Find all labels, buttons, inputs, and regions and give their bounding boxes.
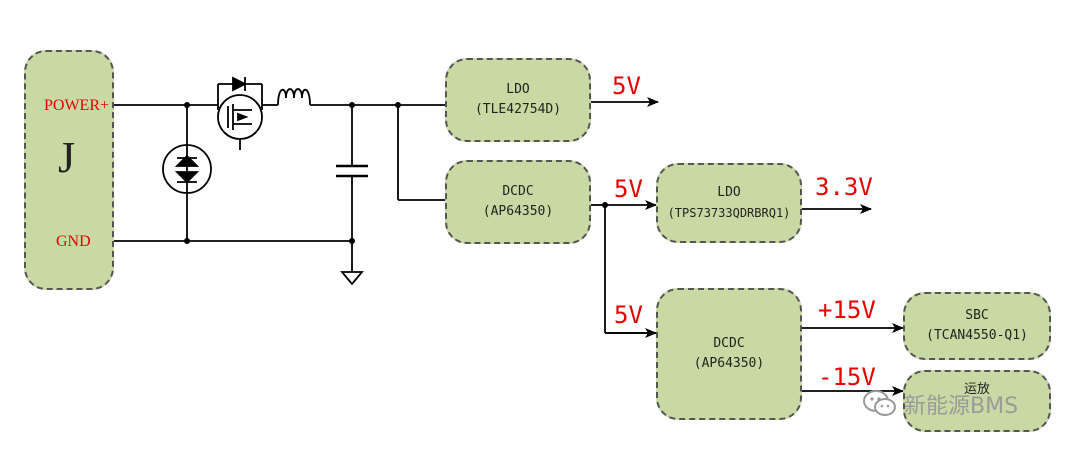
block-name: SBC (965, 308, 989, 323)
dcdc-ap64350-block: DCDC (AP64350) (445, 160, 591, 244)
tvs-diode-symbol (162, 144, 212, 194)
capacitor-symbol (336, 164, 368, 178)
gnd-label: GND (56, 233, 91, 250)
power-plus-label: POWER+ (44, 97, 110, 114)
block-name: DCDC (502, 184, 534, 199)
block-name: LDO (717, 185, 741, 200)
rail-label-ldo1-5v: 5V (612, 72, 641, 100)
rail-label-plus15v: +15V (818, 296, 876, 324)
connector-j-block: POWER+ J GND (24, 50, 114, 290)
block-part: (TLE42754D) (474, 102, 562, 117)
block-name: 运放 (963, 382, 990, 397)
block-name: DCDC (713, 336, 745, 351)
wechat-icon (863, 390, 896, 416)
dcdc2-ap64350-block: DCDC (AP64350) (656, 288, 802, 420)
block-part: (AP64350) (693, 356, 765, 371)
rail-label-dcdc1-5v-b: 5V (614, 301, 643, 329)
mosfet-symbol (217, 76, 263, 150)
block-part: (TPS73733QDRBRQ1) (667, 206, 791, 220)
rail-label-dcdc1-5v-a: 5V (614, 175, 643, 203)
ground-symbol (340, 271, 364, 286)
block-name: LDO (506, 82, 530, 97)
opamp-block: 运放 (903, 370, 1051, 432)
block-part: (AP64350) (482, 204, 554, 219)
ldo-tle42754d-block: LDO (TLE42754D) (445, 58, 591, 142)
block-part: (TCAN4550-Q1) (926, 328, 1028, 343)
watermark-text: 新能源BMS (904, 394, 1019, 419)
sbc-tcan4550-block: SBC (TCAN4550-Q1) (903, 292, 1051, 360)
watermark: 新能源BMS (862, 388, 1018, 420)
ldo-tps73733-block: LDO (TPS73733QDRBRQ1) (656, 163, 802, 243)
rail-label-minus15v: -15V (818, 363, 876, 391)
inductor-symbol (277, 88, 311, 106)
connector-j-label: J (58, 133, 76, 182)
rail-label-3v3: 3.3V (815, 173, 873, 201)
